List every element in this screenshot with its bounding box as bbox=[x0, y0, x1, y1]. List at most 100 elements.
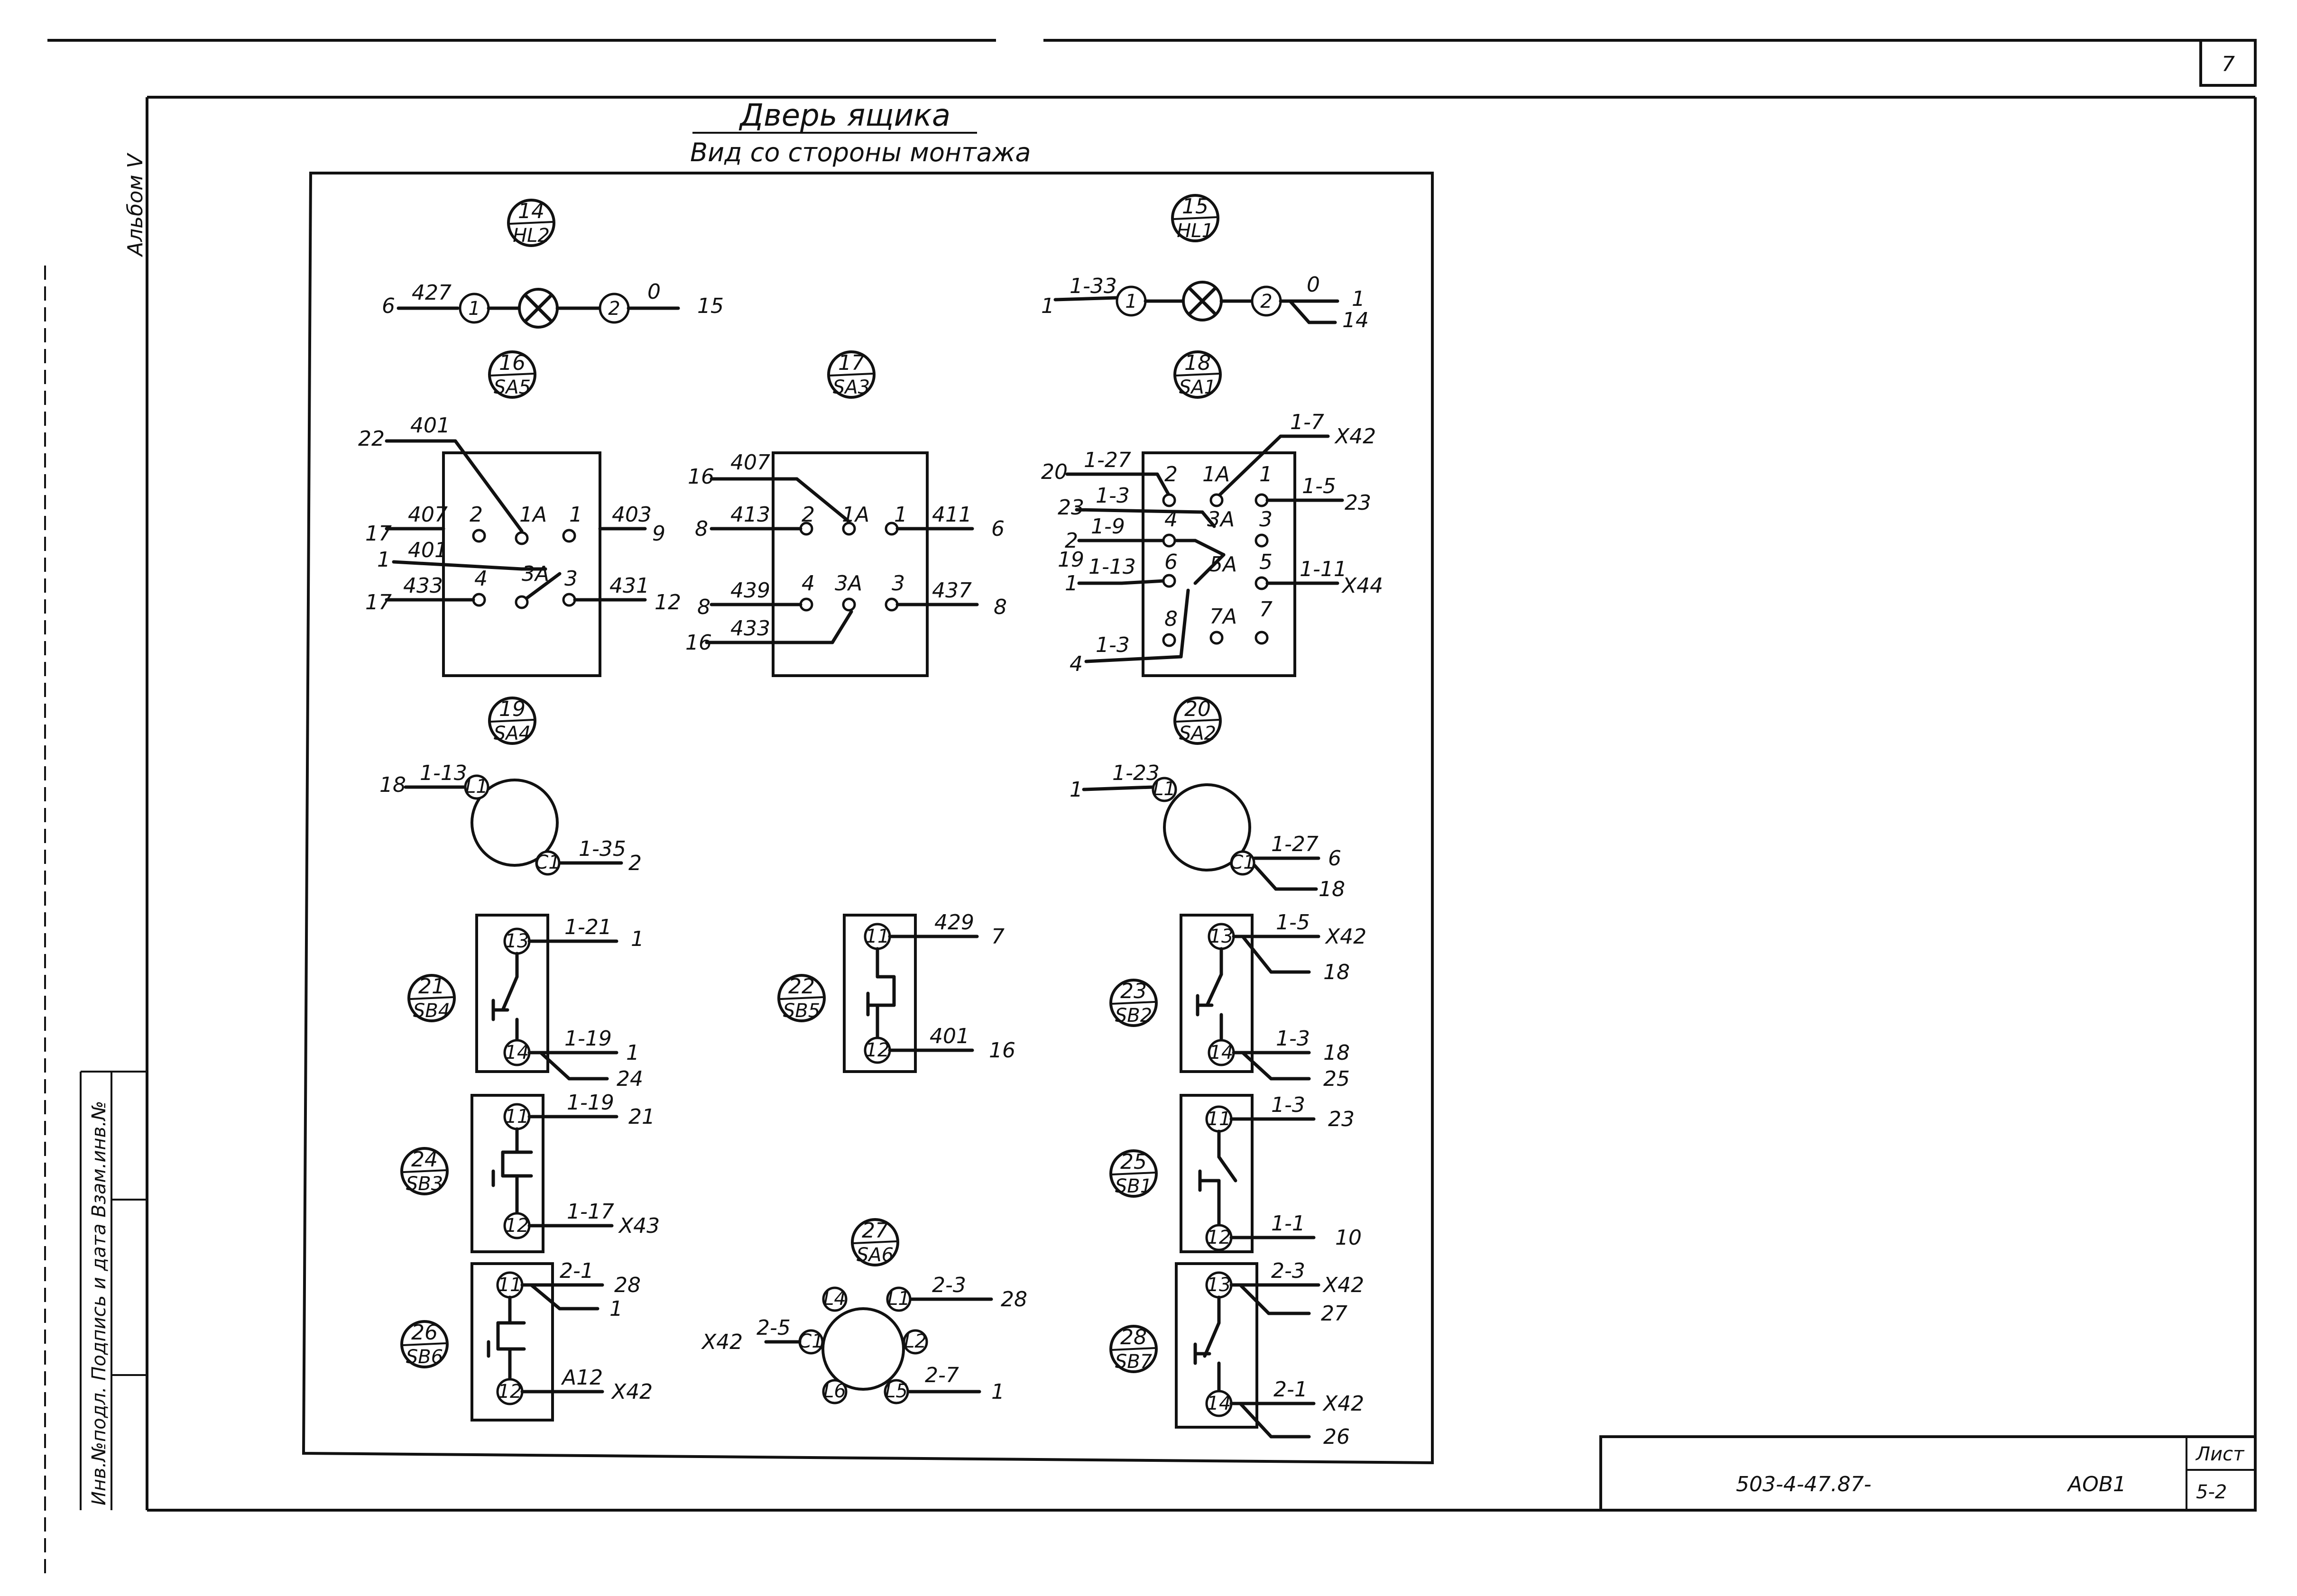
label-c23-ref: SB2 bbox=[1115, 1005, 1152, 1027]
label-c15-ref: HL1 bbox=[1177, 220, 1214, 242]
label-c18-t7a: 7А bbox=[1209, 605, 1237, 629]
label-c24-m12: 1-17 bbox=[567, 1200, 614, 1224]
label-c24-p12: 12 bbox=[505, 1215, 529, 1237]
label-c20-w_c1b: 18 bbox=[1319, 877, 1345, 901]
label-c16-w_1: 9 bbox=[652, 522, 665, 546]
label-c24-ref: SB3 bbox=[406, 1173, 443, 1195]
label-c20-c1: C1 bbox=[1230, 852, 1255, 873]
label-c18-t3: 3 bbox=[1259, 507, 1273, 532]
label-c18-w_1a: Х42 bbox=[1334, 424, 1376, 449]
label-c16-t1: 1 bbox=[569, 503, 582, 527]
label-c25-p12: 12 bbox=[1207, 1227, 1231, 1248]
label-c24-num: 24 bbox=[411, 1147, 438, 1172]
component-21-SB4: 21 SB4 13 1-21 1 14 1-19 1 24 bbox=[407, 914, 644, 1091]
label-c27-m_c1: 2-5 bbox=[756, 1316, 791, 1340]
doc-suffix: АОВ1 bbox=[2066, 1472, 2126, 1496]
label-c19-num: 19 bbox=[499, 697, 526, 721]
label-c14-right_mark: 0 bbox=[647, 280, 661, 304]
label-c26-p12: 12 bbox=[498, 1381, 522, 1403]
label-c24-m11: 1-19 bbox=[567, 1091, 614, 1115]
label-c18-t1: 1 bbox=[1259, 462, 1273, 486]
label-c22-p12: 12 bbox=[866, 1039, 890, 1061]
label-c16-num: 16 bbox=[499, 351, 526, 375]
door-panel-outline bbox=[302, 172, 1434, 1465]
label-c17-t1: 1 bbox=[894, 503, 907, 527]
label-c18-t7: 7 bbox=[1259, 597, 1273, 622]
component-24-SB3: 24 SB3 11 1-19 21 12 1-17 Х43 bbox=[400, 1091, 660, 1253]
label-c16-t3: 3 bbox=[564, 567, 578, 591]
album-label: Альбом V bbox=[123, 153, 148, 257]
label-c18-m_4: 1-9 bbox=[1091, 514, 1125, 539]
label-c18-t4: 4 bbox=[1164, 507, 1178, 532]
label-c22-ref: SB5 bbox=[783, 1000, 820, 1022]
label-c21-m13: 1-21 bbox=[564, 915, 612, 939]
sheet-number: 7 bbox=[2222, 52, 2235, 76]
label-c23-p13: 13 bbox=[1209, 926, 1234, 947]
label-c15-right_mark: 0 bbox=[1307, 273, 1320, 297]
component-18-SA1: 18 SA1 1-7 Х42 20 1-27 2 1А 1 1-5 23 23 … bbox=[1041, 350, 1383, 677]
label-c27-l4: L4 bbox=[823, 1288, 846, 1310]
label-c19-c1: C1 bbox=[535, 852, 560, 873]
label-c27-l6: L6 bbox=[823, 1380, 846, 1402]
label-c18-t6: 6 bbox=[1164, 550, 1178, 574]
label-c25-num: 25 bbox=[1120, 1150, 1147, 1174]
label-c18-t8: 8 bbox=[1164, 607, 1178, 631]
label-c18-w_bot: 4 bbox=[1070, 652, 1083, 676]
label-c17-m_4: 439 bbox=[730, 578, 770, 603]
component-25-SB1: 25 SB1 11 1-3 23 12 1-1 10 bbox=[1109, 1093, 1362, 1253]
label-c14-right_wire: 15 bbox=[697, 294, 724, 318]
label-c28-p13: 13 bbox=[1207, 1274, 1231, 1296]
label-c21-ref: SB4 bbox=[413, 1000, 450, 1022]
label-c17-num: 17 bbox=[838, 351, 865, 375]
label-c15-left_mark: 1-33 bbox=[1070, 274, 1117, 298]
side-stamp-text: Инв.№подл. Подпись и дата Взам.инв.№ bbox=[88, 1101, 110, 1505]
label-c16-t3a: 3А bbox=[522, 562, 549, 586]
label-c18-t2: 2 bbox=[1164, 462, 1178, 486]
label-c26-m11: 2-1 bbox=[560, 1259, 594, 1283]
c14-left-mark: 427 bbox=[412, 281, 452, 305]
label-c25-w11: 23 bbox=[1328, 1107, 1355, 1131]
label-c16-m_3: 431 bbox=[609, 574, 649, 598]
component-23-SB2: 23 SB2 13 1-5 Х42 18 14 1-3 18 25 bbox=[1109, 910, 1366, 1091]
list-value: 5-2 bbox=[2196, 1481, 2227, 1503]
label-c24-w12: Х43 bbox=[618, 1214, 660, 1238]
component-17-SA3: 17 SA3 16 407 2 1А 1 8 413 411 6 4 3А 3 … bbox=[685, 350, 1007, 677]
label-c14-num: 14 bbox=[518, 199, 544, 223]
label-c15-right_wire2: 14 bbox=[1342, 308, 1369, 332]
drawing-subtitle: Вид со стороны монтажа bbox=[690, 138, 1031, 167]
label-c21-p14: 14 bbox=[505, 1042, 529, 1064]
label-c21-m14: 1-19 bbox=[564, 1027, 612, 1051]
label-c23-w13: Х42 bbox=[1325, 925, 1366, 949]
label-c17-t4: 4 bbox=[802, 571, 815, 596]
label-c15-left_wire: 1 bbox=[1041, 294, 1054, 318]
label-c26-p11: 11 bbox=[498, 1274, 522, 1296]
label-c28-p14: 14 bbox=[1207, 1393, 1231, 1414]
label-c17-w_2: 8 bbox=[695, 517, 708, 541]
label-c18-num: 18 bbox=[1184, 351, 1211, 375]
label-c16-w_3: 12 bbox=[655, 590, 681, 615]
label-c19-w_c1: 2 bbox=[628, 851, 642, 875]
label-c27-l5: L5 bbox=[885, 1380, 908, 1402]
label-c28-m13: 2-3 bbox=[1271, 1259, 1305, 1283]
label-c14-p1: 1 bbox=[468, 298, 480, 320]
label-c16-t2: 2 bbox=[470, 503, 483, 527]
label-c19-m_c1: 1-35 bbox=[579, 837, 626, 861]
label-c20-ref: SA2 bbox=[1179, 723, 1216, 744]
label-c22-m12: 401 bbox=[930, 1024, 969, 1048]
label-c20-w_c1: 6 bbox=[1328, 846, 1341, 871]
label-c27-l1: L1 bbox=[887, 1288, 910, 1310]
label-c18-w_6: 19 bbox=[1058, 548, 1084, 572]
label-c27-num: 27 bbox=[862, 1219, 888, 1243]
label-c17-ref: SA3 bbox=[833, 376, 870, 398]
label-c15-right_wire: 1 bbox=[1352, 287, 1365, 311]
label-c23-w14: 18 bbox=[1323, 1041, 1350, 1065]
label-c23-w14b: 25 bbox=[1323, 1067, 1350, 1091]
label-c22-w12: 16 bbox=[989, 1038, 1015, 1063]
label-c16-m_3a: 401 bbox=[408, 538, 448, 562]
label-c21-num: 21 bbox=[418, 974, 445, 999]
label-c17-m_3: 437 bbox=[932, 578, 972, 603]
label-c16-m_top: 401 bbox=[410, 413, 450, 438]
label-c18-w_2: 20 bbox=[1041, 460, 1068, 484]
label-c16-t4: 4 bbox=[474, 567, 488, 591]
label-c18-m_1: 1-5 bbox=[1302, 474, 1336, 498]
